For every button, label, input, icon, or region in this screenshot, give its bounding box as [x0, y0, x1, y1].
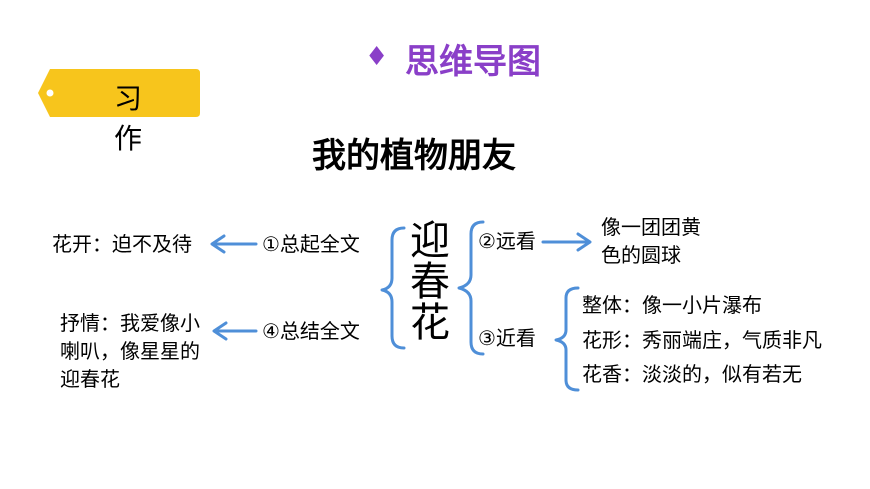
right-label-2: ③近看	[478, 326, 536, 350]
page-title: 我的植物朋友	[312, 136, 516, 176]
left-content-2-line-1: 抒情：我爱像小	[60, 311, 200, 335]
section-tag: 习作	[36, 67, 202, 155]
center-char-3: 花	[410, 300, 450, 346]
section-tag-label: 习作	[114, 82, 165, 155]
right-content-2-line-1: 整体：像一小片瀑布	[582, 293, 762, 317]
left-label-2: ④总结全文	[262, 319, 360, 343]
center-node: 迎 春 花	[409, 221, 451, 344]
left-brace	[380, 226, 406, 350]
left-content-2: 抒情：我爱像小 喇叭，像星星的 迎春花	[60, 309, 200, 393]
left-content-2-line-2: 喇叭，像星星的	[60, 339, 200, 363]
right-label-1: ②远看	[478, 229, 536, 253]
left-content-2-line-3: 迎春花	[60, 367, 120, 391]
center-char-1: 迎	[410, 218, 450, 264]
diamond-icon: ♦	[365, 42, 389, 72]
left-label-1: ①总起全文	[262, 232, 360, 256]
right-content-1-line-2: 色的圆球	[601, 243, 681, 267]
center-char-2: 春	[410, 259, 450, 305]
right-content-2-line-2: 花形：秀丽端庄，气质非凡	[582, 328, 822, 352]
right-content-1-line-1: 像一团团黄	[601, 215, 701, 239]
right-content-2-line-3: 花香：淡淡的，似有若无	[582, 362, 802, 386]
left-content-1: 花开：迫不及待	[52, 232, 192, 256]
near-view-brace	[554, 286, 580, 392]
right-brace	[457, 220, 485, 356]
tag-shape	[38, 69, 200, 117]
header-title: 思维导图	[405, 42, 541, 82]
right-content-1: 像一团团黄 色的圆球	[601, 213, 701, 269]
